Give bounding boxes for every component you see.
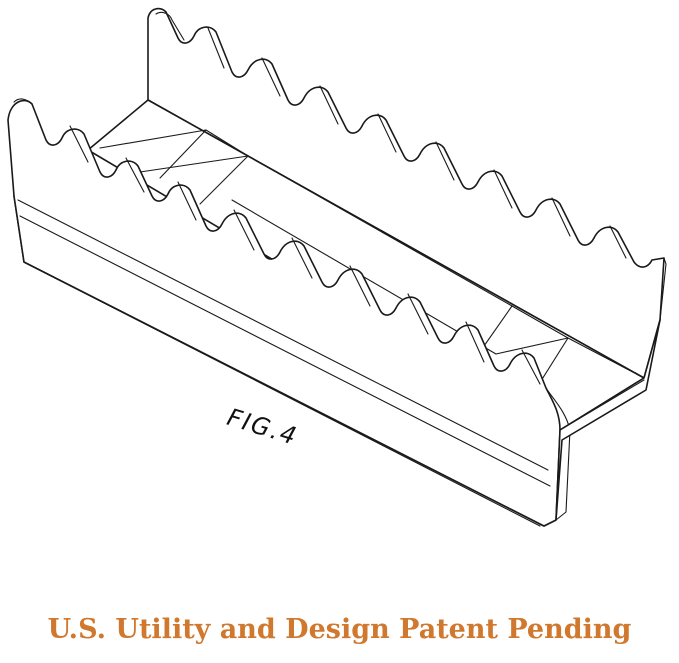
tray-base [13,195,661,527]
patent-drawing [7,7,667,527]
back-wall [147,7,667,379]
patent-caption: U.S. Utility and Design Patent Pending [47,614,632,645]
